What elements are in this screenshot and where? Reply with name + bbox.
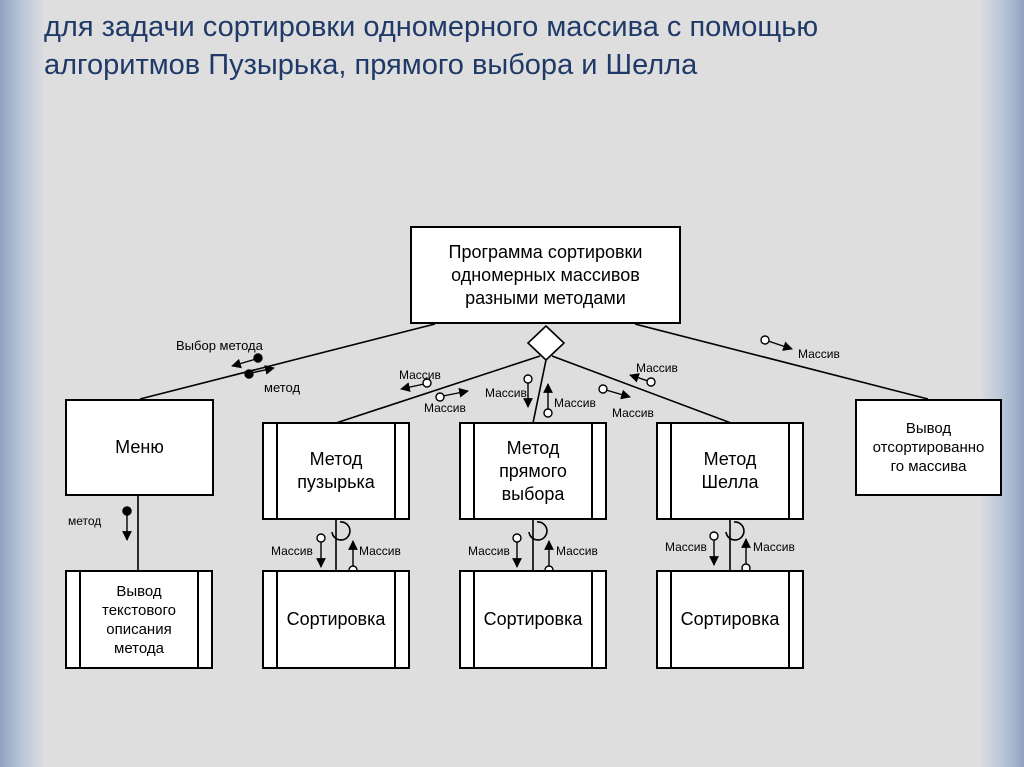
link-diamond-shell — [551, 355, 732, 424]
sort-select-box: Сортировка — [459, 570, 607, 669]
method-shell-box: Метод Шелла — [656, 422, 804, 520]
label-array-b2: Массив — [424, 401, 466, 415]
label-array-b1: Массив — [399, 368, 441, 382]
output-sorted-text: Вывод отсортированно го массива — [872, 420, 985, 475]
loop-select — [528, 521, 548, 541]
label-array-lb2: Массив — [359, 544, 401, 558]
sort-shell-box: Сортировка — [656, 570, 804, 669]
slide-title: для задачи сортировки одномерного массив… — [44, 8, 1004, 84]
label-array-s2: Массив — [554, 396, 596, 410]
selection-diamond — [526, 324, 566, 362]
root-program-box: Программа сортировки одномерных массивов… — [410, 226, 681, 324]
label-array-h1: Массив — [636, 361, 678, 375]
method-shell-text: Метод Шелла — [701, 449, 759, 492]
loop-bubble — [331, 521, 351, 541]
output-sorted-box: Вывод отсортированно го массива — [855, 399, 1002, 496]
title-line-1: для задачи сортировки одномерного массив… — [44, 11, 819, 43]
sort-bubble-text: Сортировка — [286, 609, 386, 629]
link-diamond-select — [532, 359, 547, 424]
output-text-text: Вывод текстового описания метода — [102, 582, 176, 657]
sort-shell-text: Сортировка — [680, 609, 780, 629]
menu-box: Меню — [65, 399, 214, 496]
label-array-s1: Массив — [485, 386, 527, 400]
root-program-text: Программа сортировки одномерных массивов… — [448, 241, 643, 308]
title-line-2: алгоритмов Пузырька, прямого выбора и Ше… — [44, 49, 698, 81]
menu-text: Меню — [115, 437, 164, 457]
label-array-ls2: Массив — [556, 544, 598, 558]
label-method-top: метод — [264, 380, 301, 395]
sort-bubble-box: Сортировка — [262, 570, 410, 669]
method-bubble-box: Метод пузырька — [262, 422, 410, 520]
sort-select-text: Сортировка — [483, 609, 583, 629]
loop-shell — [725, 521, 745, 541]
label-method-left: метод — [68, 514, 102, 528]
method-bubble-text: Метод пузырька — [297, 449, 375, 492]
label-array-output: Массив — [798, 347, 840, 361]
label-array-lb1: Массив — [271, 544, 313, 558]
link-diamond-bubble — [335, 355, 541, 424]
label-array-h2: Массив — [612, 406, 654, 420]
label-array-lh2: Массив — [753, 540, 795, 554]
label-array-lh1: Массив — [665, 540, 707, 554]
label-choose-method: Выбор метода — [176, 338, 263, 353]
link-root-output — [634, 323, 929, 400]
method-select-text: Метод прямого выбора — [499, 437, 567, 504]
output-text-box: Вывод текстового описания метода — [65, 570, 213, 669]
link-root-menu — [139, 323, 436, 400]
label-array-ls1: Массив — [468, 544, 510, 558]
method-select-box: Метод прямого выбора — [459, 422, 607, 520]
